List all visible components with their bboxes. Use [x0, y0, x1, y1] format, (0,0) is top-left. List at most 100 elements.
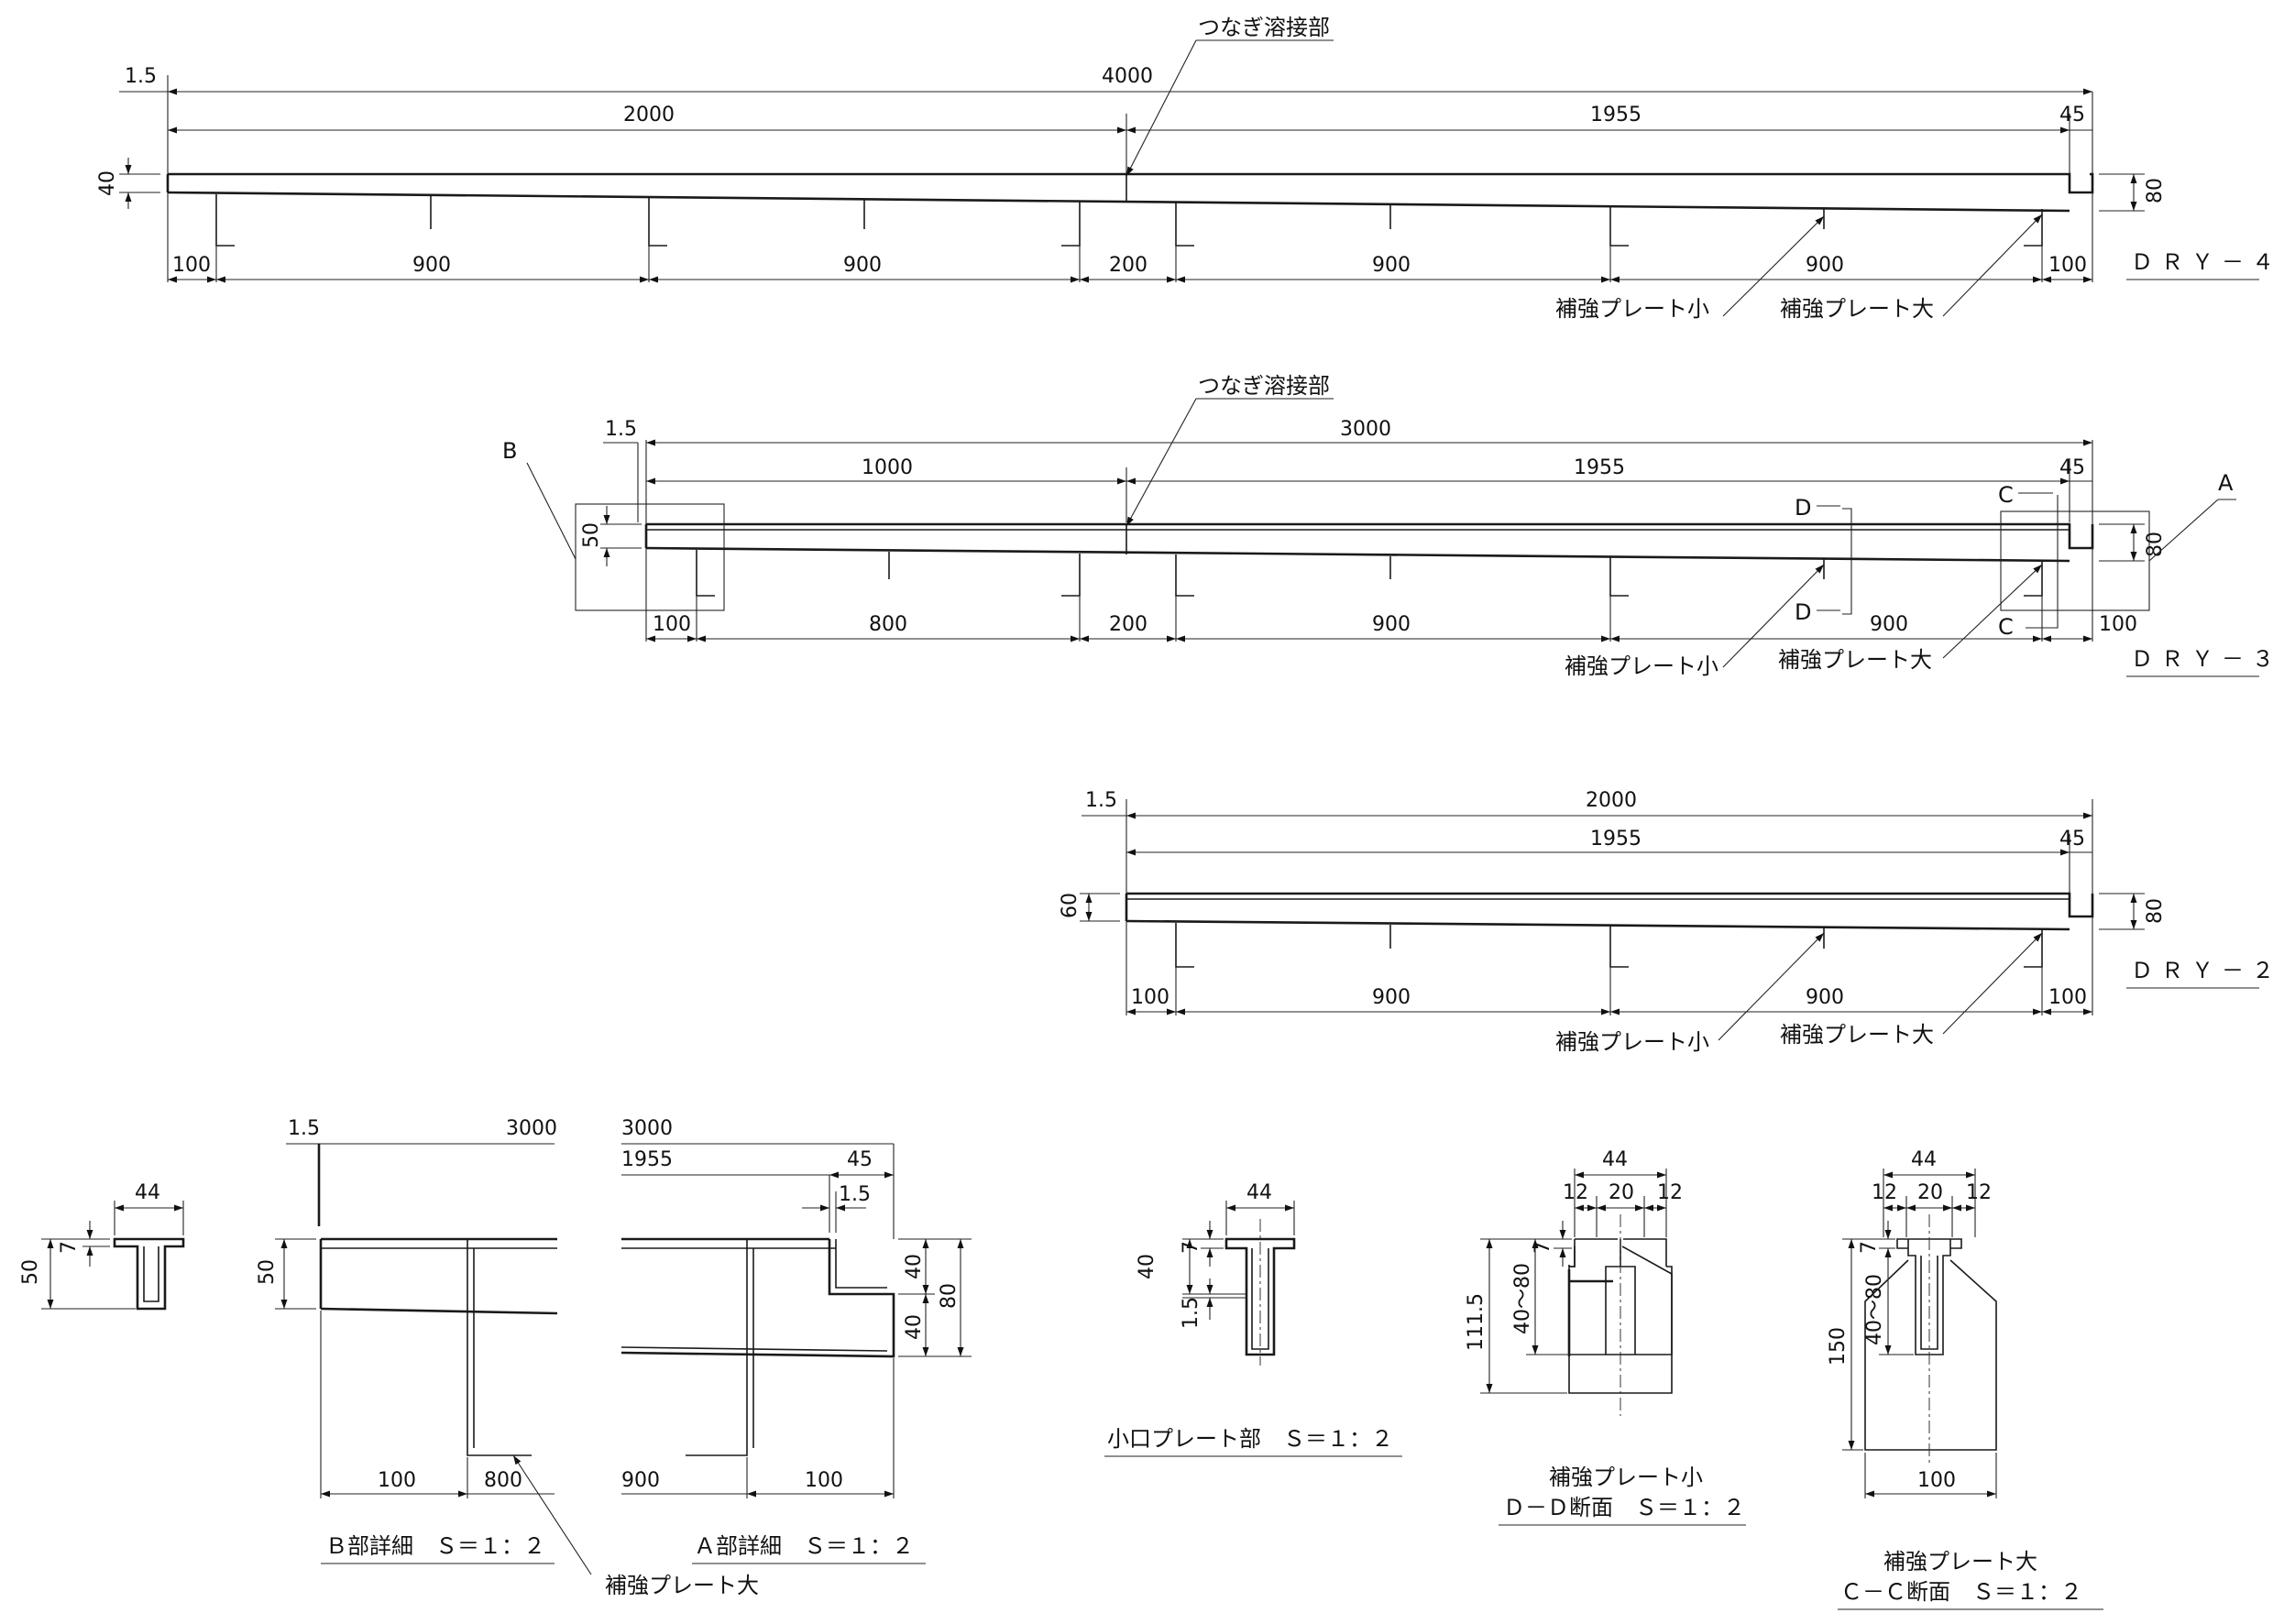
- cc-dim-c: 12: [1966, 1181, 1992, 1204]
- section-c-top: C: [1998, 482, 2014, 508]
- dry40-dim-left: 2000: [623, 104, 675, 126]
- a-dim-d2: 100: [805, 1469, 843, 1492]
- cc-dim-b: 20: [1917, 1181, 1943, 1204]
- b-detail-caption: Ｂ部詳細 Ｓ＝１：２: [325, 1533, 545, 1559]
- dry30-view: 1.5 3000 1000 1955 45 50 80 B A つなぎ溶接部: [502, 373, 2273, 679]
- cc-caption1: 補強プレート大: [1883, 1549, 2037, 1575]
- dry40-dim-b7: 100: [2048, 254, 2087, 277]
- profile-dim-width: 44: [135, 1181, 160, 1204]
- a-dim-seg: 1955: [621, 1148, 673, 1171]
- dry40-weld-label: つなぎ溶接部: [1198, 15, 1330, 40]
- dry20-dim-total: 2000: [1586, 789, 1637, 812]
- dry40-dim-h-left: 40: [96, 170, 119, 196]
- detail-b-box: [575, 503, 725, 611]
- dry30-plate-small-label: 補強プレート小: [1565, 653, 1718, 679]
- end-dim-h1: 40: [1136, 1254, 1158, 1279]
- dry20-dim-offset: 1.5: [1085, 789, 1117, 812]
- cc-caption2: Ｃ－Ｃ断面 Ｓ＝１：２: [1840, 1579, 2082, 1605]
- dry40-dim-b6: 900: [1806, 254, 1844, 277]
- dry20-plate-small-label: 補強プレート小: [1555, 1029, 1709, 1055]
- dry20-code: ＤＲＹ－２０: [2131, 958, 2273, 983]
- end-dim-h2: 1.5: [1180, 1297, 1202, 1329]
- dry20-dim-b3: 900: [1806, 986, 1844, 1009]
- a-dim-h1: 40: [903, 1254, 926, 1279]
- dry30-dim-b3: 200: [1109, 613, 1147, 636]
- section-cc: 44 12 20 12 7 40～80 150 100 補強プレート大 Ｃ－Ｃ断…: [1827, 1148, 2103, 1610]
- dry30-dim-offset: 1.5: [605, 418, 637, 441]
- dry40-dim-b4: 200: [1109, 254, 1147, 277]
- a-dim-length: 3000: [621, 1117, 673, 1140]
- dry20-dim-end: 45: [2059, 828, 2085, 850]
- dd-dim-width: 44: [1602, 1148, 1628, 1171]
- b-detail: 1.5 3000 50 100 800 補強プレート大 Ｂ部詳細 Ｓ＝１：２: [256, 1117, 759, 1598]
- dry30-dim-left: 1000: [862, 456, 913, 479]
- end-plate-caption: 小口プレート部 Ｓ＝１：２: [1107, 1426, 1393, 1452]
- end-dim-width: 44: [1246, 1181, 1272, 1204]
- a-dim-d1: 900: [621, 1469, 660, 1492]
- dry40-view: 1.5 4000 2000 1955 45 40 80 つなぎ溶接部: [96, 15, 2273, 322]
- dry30-dim-b5: 900: [1870, 613, 1908, 636]
- dry40-plate-small-label: 補強プレート小: [1555, 296, 1709, 322]
- b-dim-length: 3000: [506, 1117, 557, 1140]
- dd-caption2: Ｄ－Ｄ断面 Ｓ＝１：２: [1503, 1495, 1745, 1520]
- a-detail-caption: Ａ部詳細 Ｓ＝１：２: [694, 1533, 914, 1559]
- cc-dim-a: 12: [1872, 1181, 1897, 1204]
- dry40-dim-end: 45: [2059, 104, 2085, 126]
- dry40-dim-b3: 900: [843, 254, 882, 277]
- dry20-view: 1.5 2000 1955 45 60 80 100 900 900 100 補: [1059, 789, 2273, 1055]
- a-dim-h-total: 80: [938, 1283, 961, 1309]
- dry40-dim-total: 4000: [1102, 65, 1153, 88]
- dry40-dim-b5: 900: [1372, 254, 1411, 277]
- dry40-dim-b2: 900: [412, 254, 451, 277]
- dry30-dim-b6: 100: [2099, 613, 2137, 636]
- a-detail: 3000 1955 45 1.5 40 40 80 900 100 Ａ部詳細 Ｓ…: [620, 1117, 972, 1564]
- dry40-dim-h-right: 80: [2144, 178, 2167, 203]
- dry30-dim-right: 1955: [1574, 456, 1625, 479]
- dd-caption1: 補強プレート小: [1549, 1465, 1703, 1490]
- dry20-dim-h-left: 60: [1059, 893, 1082, 918]
- cc-dim-range: 40～80: [1863, 1274, 1886, 1345]
- section-c-bottom: C: [1998, 614, 2014, 640]
- a-dim-end: 45: [847, 1148, 873, 1171]
- section-d-bottom: D: [1795, 599, 1811, 625]
- a-dim-h2: 40: [903, 1314, 926, 1340]
- profile-dim-height: 50: [19, 1259, 42, 1285]
- b-plate-label: 補強プレート大: [605, 1573, 759, 1598]
- dry30-plate-large-label: 補強プレート大: [1778, 647, 1932, 673]
- dry30-dim-end: 45: [2059, 456, 2085, 479]
- detail-b-label: B: [502, 438, 517, 464]
- cc-dim-height: 150: [1827, 1327, 1850, 1366]
- detail-a-label: A: [2218, 470, 2234, 496]
- cc-dim-flange: 7: [1858, 1241, 1881, 1254]
- dry20-dim-b4: 100: [2048, 986, 2087, 1009]
- cc-dim-width: 44: [1911, 1148, 1937, 1171]
- cc-dim-base: 100: [1917, 1469, 1956, 1492]
- dd-dim-b: 20: [1609, 1181, 1634, 1204]
- dry40-dim-offset: 1.5: [125, 65, 157, 88]
- dry40-plate-large-label: 補強プレート大: [1780, 296, 1934, 322]
- dry40-dim-b1: 100: [172, 254, 211, 277]
- a-dim-offset: 1.5: [839, 1183, 871, 1206]
- profile-dim-flange: 7: [58, 1241, 81, 1254]
- end-dim-flange: 7: [1180, 1241, 1202, 1254]
- dry30-dim-total: 3000: [1340, 418, 1391, 441]
- dry30-dim-h-left: 50: [580, 522, 603, 548]
- dry30-dim-b2: 800: [869, 613, 907, 636]
- dry30-dim-b4: 900: [1372, 613, 1411, 636]
- end-plate-section: 44 7 40 1.5 小口プレート部 Ｓ＝１：２: [1104, 1181, 1402, 1457]
- dry30-dim-h-right: 80: [2144, 532, 2167, 557]
- dd-dim-a: 12: [1563, 1181, 1588, 1204]
- dry20-plate-large-label: 補強プレート大: [1780, 1022, 1934, 1048]
- b-dim-d2: 800: [484, 1469, 522, 1492]
- b-dim-height: 50: [256, 1259, 279, 1285]
- section-dd: 44 12 20 12 7 40～80 111.5 補強プレート小 Ｄ－Ｄ断面 …: [1465, 1148, 1746, 1526]
- dd-dim-range: 40～80: [1511, 1263, 1534, 1334]
- dry20-dim-b1: 100: [1131, 986, 1169, 1009]
- dd-dim-c: 12: [1657, 1181, 1683, 1204]
- dry30-weld-label: つなぎ溶接部: [1198, 373, 1330, 399]
- dry40-code: ＤＲＹ－４０: [2131, 249, 2273, 275]
- section-d-top: D: [1795, 495, 1811, 521]
- dry30-dim-b1: 100: [653, 613, 691, 636]
- b-dim-offset: 1.5: [288, 1117, 320, 1140]
